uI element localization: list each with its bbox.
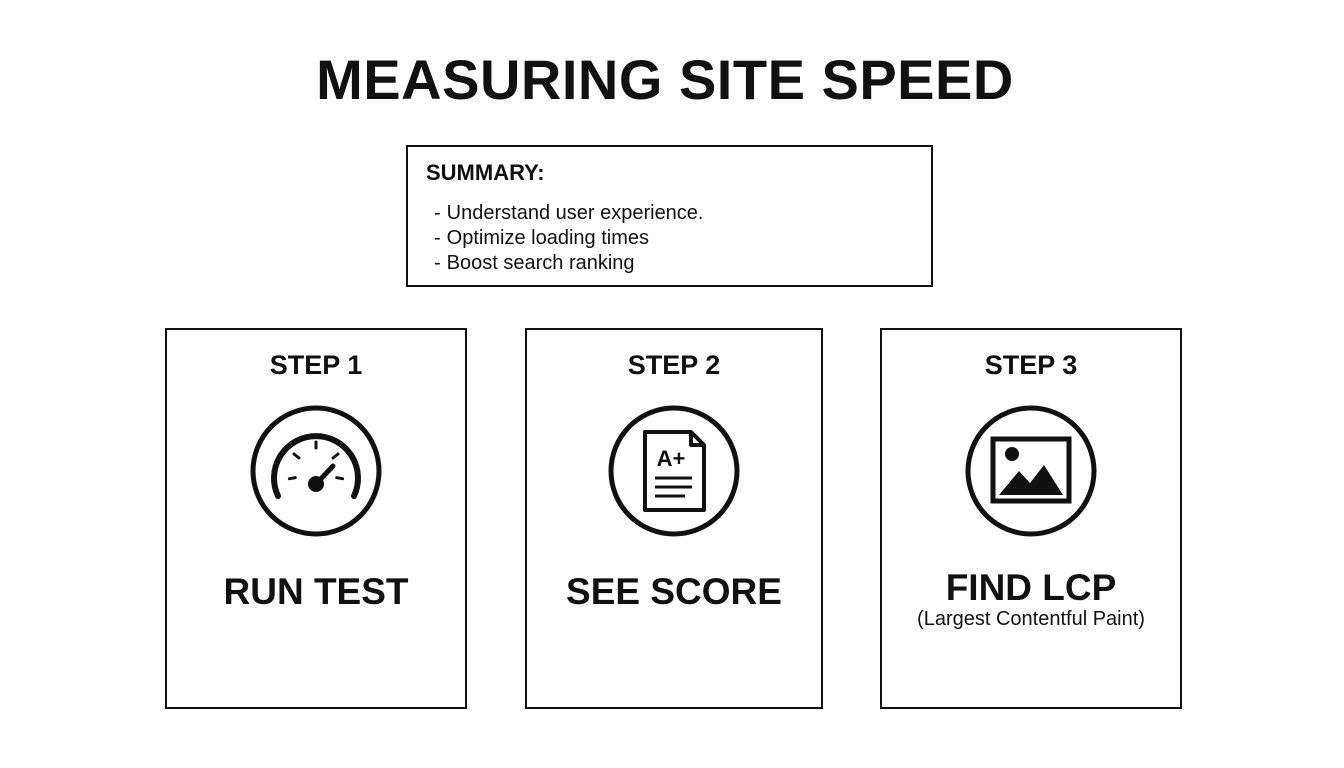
summary-item-text: Boost search ranking [446,252,635,274]
summary-list: -Understand user experience. -Optimize l… [426,201,913,276]
grade-text: A+ [657,446,686,471]
step-action: RUN TEST [223,571,409,612]
summary-heading: SUMMARY: [426,160,545,185]
speedometer-icon [249,404,383,538]
step-label: STEP 3 [984,350,1078,380]
grade-document-icon: A+ [607,404,741,538]
summary-item: -Optimize loading times [434,227,649,249]
step-action: FIND LCP [945,567,1117,608]
step-card-3: STEP 3 FIND LCP (Largest Contentful Pain… [880,328,1182,709]
step-subtitle: (Largest Contentful Paint) [917,608,1145,630]
summary-item: -Understand user experience. [434,202,704,224]
step-label: STEP 2 [627,350,721,380]
image-icon [964,404,1098,538]
summary-item-text: Optimize loading times [446,227,649,249]
summary-box: SUMMARY: -Understand user experience. -O… [406,145,933,287]
step-label: STEP 1 [269,350,363,380]
summary-item-text: Understand user experience. [446,202,704,224]
step-action: SEE SCORE [566,571,782,612]
step-card-1: STEP 1 RUN TEST [165,328,467,709]
summary-item: -Boost search ranking [434,252,635,274]
step-card-2: STEP 2 A+ SEE SCORE [525,328,823,709]
page-title: MEASURING SITE SPEED [316,48,1014,111]
